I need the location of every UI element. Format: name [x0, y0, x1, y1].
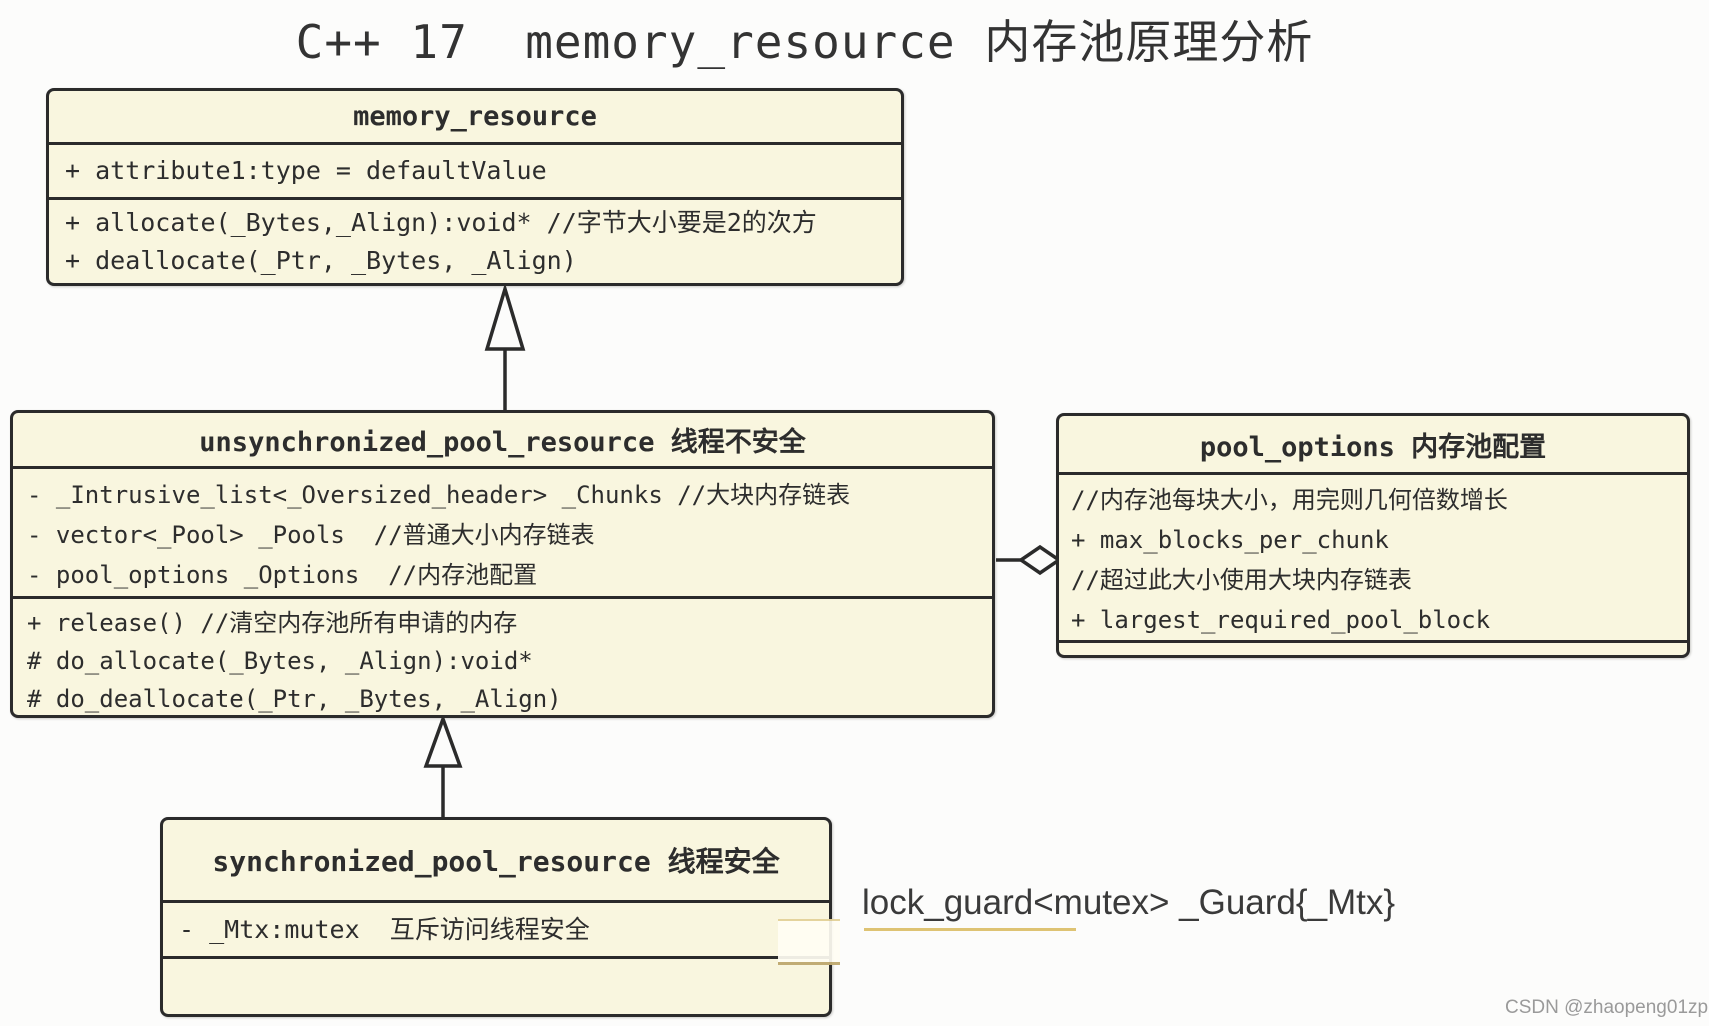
class-box-synchronized-pool-resource: synchronized_pool_resource 线程安全 - _Mtx:m… [160, 817, 832, 1017]
inheritance-arrow-unsync-to-memory [484, 282, 526, 411]
attribute-row: + attribute1:type = defaultValue [65, 156, 547, 185]
empty-methods-section [1059, 640, 1687, 656]
class-title: synchronized_pool_resource 线程安全 [212, 845, 780, 878]
method-row: # do_allocate(_Bytes, _Align):void* [27, 647, 533, 675]
attribute-row: //超过此大小使用大块内存链表 [1071, 566, 1412, 594]
methods-section: + allocate(_Bytes,_Align):void* //字节大小要是… [49, 197, 901, 283]
attributes-section: + attribute1:type = defaultValue [49, 142, 901, 197]
hollow-triangle-icon [484, 282, 526, 351]
class-title: memory_resource [353, 101, 597, 132]
highlight-artifact [778, 919, 840, 965]
hollow-triangle-icon [423, 713, 463, 768]
empty-methods-section [163, 956, 829, 1014]
page-title: C++ 17 memory_resource 内存池原理分析 [295, 15, 1314, 69]
watermark: CSDN @zhaopeng01zp [1505, 997, 1709, 1018]
attribute-row: //内存池每块大小，用完则几何倍数增长 [1071, 486, 1508, 514]
attribute-row: + max_blocks_per_chunk [1071, 526, 1389, 554]
method-row: + deallocate(_Ptr, _Bytes, _Align) [65, 246, 577, 275]
class-box-unsynchronized-pool-resource: unsynchronized_pool_resource 线程不安全 - _In… [10, 410, 995, 718]
attribute-row: - _Intrusive_list<_Oversized_header> _Ch… [27, 481, 851, 509]
hollow-diamond-icon [1017, 544, 1063, 576]
lock-guard-annotation: lock_guard<mutex> _Guard{_Mtx} [862, 883, 1396, 922]
method-row: + release() //清空内存池所有申请的内存 [27, 609, 518, 637]
method-row: + allocate(_Bytes,_Align):void* //字节大小要是… [65, 208, 817, 237]
inheritance-arrow-sync-to-unsync [423, 713, 463, 818]
class-title: unsynchronized_pool_resource 线程不安全 [199, 427, 806, 458]
attribute-row: - _Mtx:mutex 互斥访问线程安全 [179, 915, 590, 944]
method-row: # do_deallocate(_Ptr, _Bytes, _Align) [27, 685, 562, 713]
attribute-row: - vector<_Pool> _Pools //普通大小内存链表 [27, 521, 595, 549]
attributes-section: - _Mtx:mutex 互斥访问线程安全 [163, 900, 829, 956]
class-box-pool-options: pool_options 内存池配置 //内存池每块大小，用完则几何倍数增长 +… [1056, 413, 1690, 658]
attribute-row: - pool_options _Options //内存池配置 [27, 561, 538, 589]
attributes-section: //内存池每块大小，用完则几何倍数增长 + max_blocks_per_chu… [1059, 472, 1687, 640]
attribute-row: + largest_required_pool_block [1071, 606, 1491, 634]
class-title: pool_options 内存池配置 [1199, 431, 1547, 463]
attributes-section: - _Intrusive_list<_Oversized_header> _Ch… [13, 466, 992, 596]
aggregation-connector-unsync-pool-options [996, 544, 1063, 576]
methods-section: + release() //清空内存池所有申请的内存 # do_allocate… [13, 596, 992, 718]
class-box-memory-resource: memory_resource + attribute1:type = defa… [46, 88, 904, 286]
annotation-underline [864, 928, 1076, 931]
